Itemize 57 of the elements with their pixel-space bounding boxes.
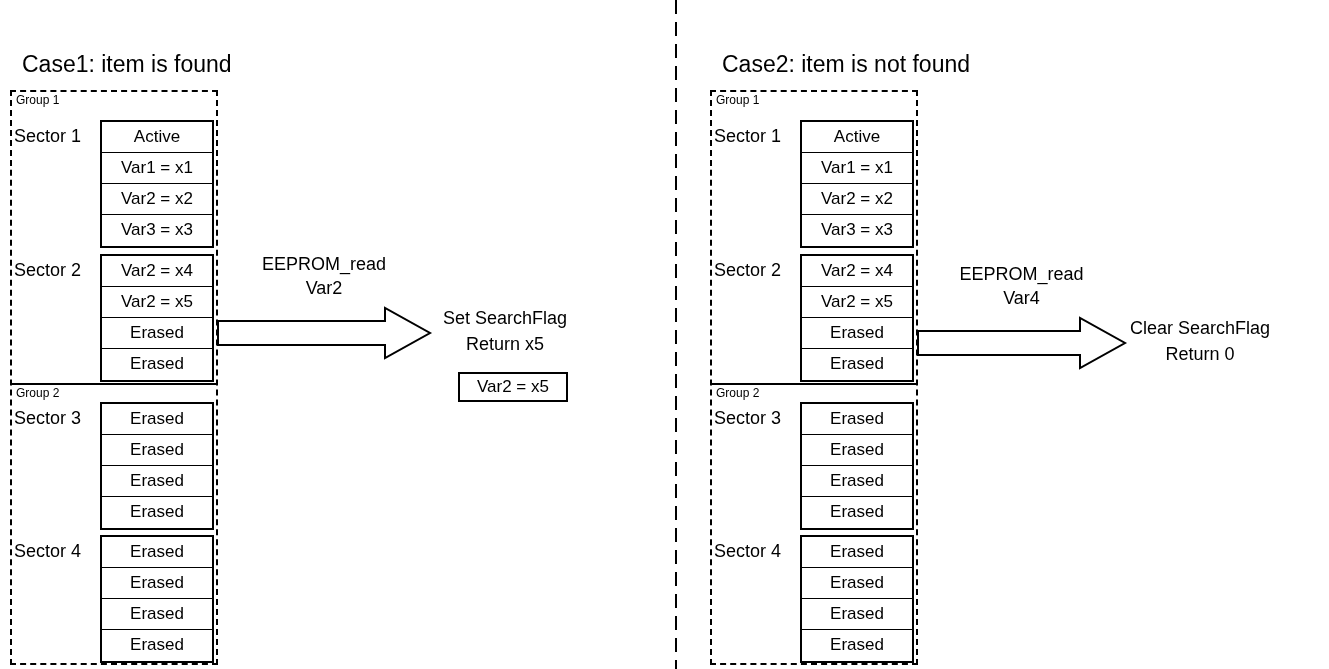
memory-cell: Active [102,122,212,153]
group-label: Group 2 [16,387,60,400]
group-label: Group 2 [716,387,760,400]
group-label: Group 1 [716,94,760,107]
memory-cell: Erased [802,497,912,528]
memory-cell: Var2 = x5 [102,287,212,318]
memory-cell: Var2 = x2 [802,184,912,215]
sector-label: Sector 4 [714,541,782,561]
memory-cell: Var2 = x4 [802,256,912,287]
memory-cell: Erased [102,497,212,528]
memory-cell: Var1 = x1 [102,153,212,184]
memory-cell: Erased [102,349,212,380]
memory-cell: Erased [102,630,212,661]
memory-cell: Erased [802,435,912,466]
memory-cell: Erased [802,349,912,380]
memory-cell: Var3 = x3 [102,215,212,246]
result-text: Clear SearchFlag Return 0 [1125,315,1275,371]
memory-cell: Erased [802,318,912,349]
memory-cell: Erased [102,568,212,599]
memory-box [10,90,218,665]
value-box: Var2 = x5 [458,372,568,402]
memory-cell: Erased [802,404,912,435]
memory-cell: Var3 = x3 [802,215,912,246]
case-heading: Case1: item is found [22,50,232,78]
memory-cell: Var1 = x1 [802,153,912,184]
sector-label: Sector 1 [714,126,782,146]
memory-cell: Erased [102,404,212,435]
memory-cell: Erased [802,568,912,599]
sector-label: Sector 3 [714,408,782,428]
group-region [712,92,916,385]
memory-cell: Erased [802,599,912,630]
result-text: Set SearchFlag Return x5 [430,305,580,361]
memory-cell: Var2 = x4 [102,256,212,287]
group-region [712,385,916,663]
memory-cell: Var2 = x5 [802,287,912,318]
memory-cell: Active [802,122,912,153]
group-region [12,92,216,385]
sector-label: Sector 4 [14,541,82,561]
memory-cell: Var2 = x2 [102,184,212,215]
memory-cell: Erased [802,537,912,568]
case-heading: Case2: item is not found [722,50,971,78]
memory-cell: Erased [802,466,912,497]
memory-cell: Erased [102,599,212,630]
memory-cell: Erased [802,630,912,661]
sector-label: Sector 1 [14,126,82,146]
memory-cell: Erased [102,466,212,497]
group-label: Group 1 [16,94,60,107]
sector-label: Sector 2 [14,260,82,280]
memory-cell: Erased [102,435,212,466]
block-arrow [917,316,1128,370]
sector-label: Sector 2 [714,260,782,280]
memory-box [710,90,918,665]
memory-cell: Erased [102,318,212,349]
memory-cell: Erased [102,537,212,568]
block-arrow [217,306,433,360]
group-region [12,385,216,663]
sector-label: Sector 3 [14,408,82,428]
